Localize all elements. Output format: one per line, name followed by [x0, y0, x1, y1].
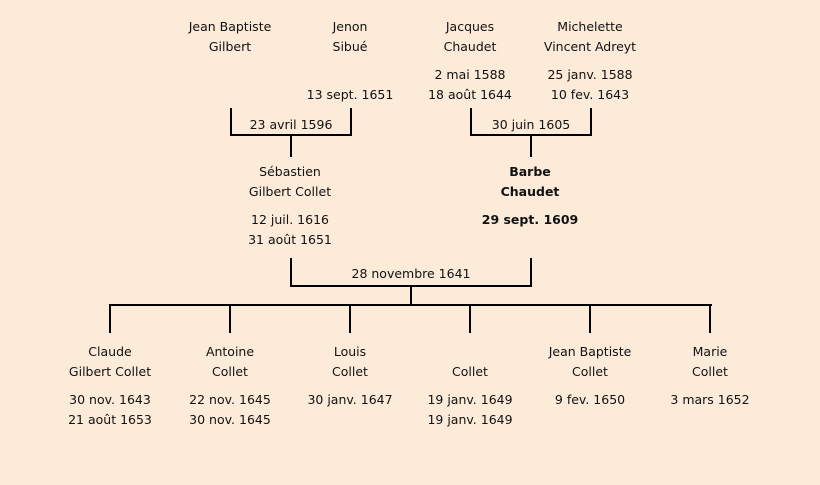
birth-date: 25 janv. 1588	[547, 67, 633, 82]
birth-date: 2 mai 1588	[434, 67, 506, 82]
death-date: 30 nov. 1645	[189, 412, 271, 427]
person-name: Gilbert Collet	[248, 184, 332, 199]
person-name: Collet	[572, 364, 608, 379]
connector-line	[349, 304, 351, 333]
birth-date: 9 fev. 1650	[554, 392, 626, 407]
birth-date: 22 nov. 1645	[189, 392, 271, 407]
person-name: Barbe	[509, 164, 551, 179]
person-name: Collet	[452, 364, 488, 379]
person-name: Marie	[692, 344, 728, 359]
connector-line	[530, 134, 532, 157]
connector-line	[590, 108, 592, 136]
death-date: 10 fev. 1643	[550, 87, 630, 102]
birth-date: 29 sept. 1609	[481, 212, 579, 227]
connector-line	[470, 108, 472, 136]
person-name: Jean Baptiste	[188, 19, 272, 34]
marriage-date: 28 novembre 1641	[351, 266, 471, 281]
birth-date: 19 janv. 1649	[427, 392, 513, 407]
death-date: 13 sept. 1651	[306, 87, 394, 102]
connector-line	[290, 258, 292, 287]
person-name: Claude	[88, 344, 132, 359]
person-name: Jacques	[445, 19, 495, 34]
person-name: Chaudet	[500, 184, 560, 199]
death-date: 21 août 1653	[68, 412, 152, 427]
person-name: Michelette	[557, 19, 623, 34]
marriage-date: 30 juin 1605	[491, 117, 571, 132]
person-name: Sébastien	[259, 164, 321, 179]
death-date: 18 août 1644	[428, 87, 512, 102]
marriage-date: 23 avril 1596	[249, 117, 333, 132]
connector-line	[109, 304, 111, 333]
person-name: Chaudet	[443, 39, 497, 54]
connector-line	[410, 285, 412, 305]
connector-line	[350, 108, 352, 136]
person-name: Jenon	[332, 19, 368, 34]
connector-line	[469, 304, 471, 333]
connector-line	[709, 304, 711, 333]
person-name: Louis	[333, 344, 367, 359]
connector-line	[229, 304, 231, 333]
person-name: Collet	[212, 364, 248, 379]
death-date: 19 janv. 1649	[427, 412, 513, 427]
connector-line	[589, 304, 591, 333]
person-name: Gilbert	[208, 39, 252, 54]
death-date: 31 août 1651	[248, 232, 332, 247]
birth-date: 3 mars 1652	[670, 392, 750, 407]
birth-date: 30 janv. 1647	[307, 392, 393, 407]
person-name: Jean Baptiste	[548, 344, 632, 359]
connector-line	[530, 258, 532, 287]
person-name: Sibué	[332, 39, 368, 54]
connector-line	[230, 108, 232, 136]
person-name: Gilbert Collet	[68, 364, 152, 379]
connector-line	[109, 304, 712, 306]
person-name: Collet	[332, 364, 368, 379]
birth-date: 12 juil. 1616	[251, 212, 329, 227]
person-name: Vincent Adreyt	[543, 39, 637, 54]
connector-line	[290, 134, 292, 157]
birth-date: 30 nov. 1643	[69, 392, 151, 407]
person-name: Collet	[692, 364, 728, 379]
person-name: Antoine	[205, 344, 255, 359]
